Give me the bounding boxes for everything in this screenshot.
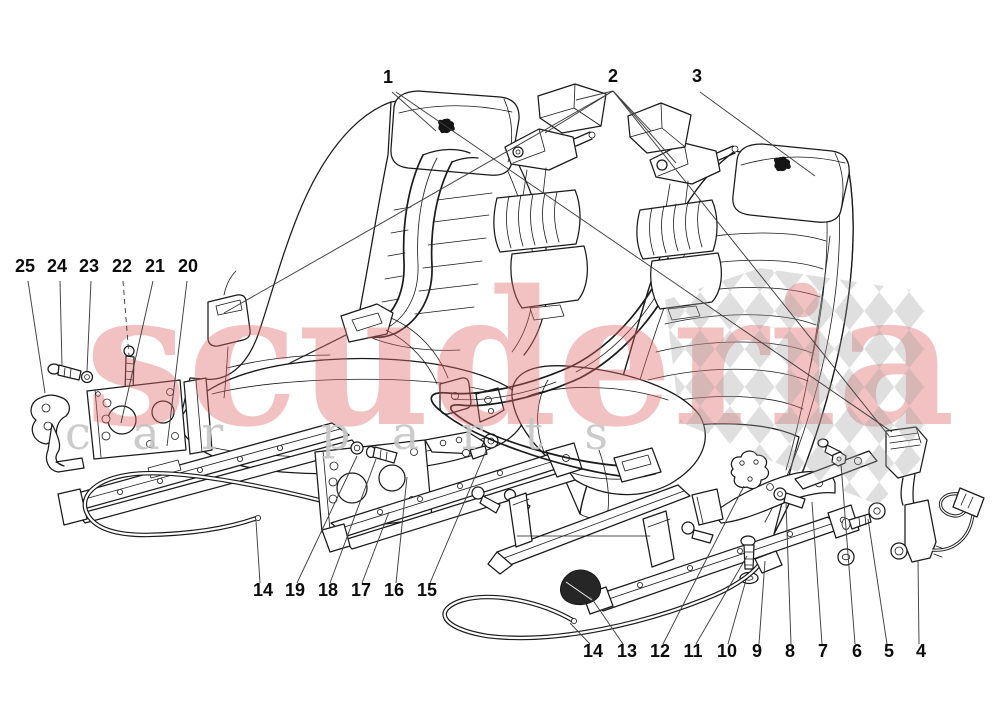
leader-line-part-9 [758, 560, 766, 645]
part-number-17: 17 [351, 580, 371, 600]
leader-line-part-2 [223, 90, 614, 314]
leader-line-part-5 [867, 518, 888, 645]
part-number-1: 1 [383, 67, 393, 87]
end-cap-13 [560, 569, 602, 606]
part-number-14: 14 [583, 641, 603, 661]
right-seat-rails [442, 450, 878, 641]
leader-line-part-6 [840, 463, 856, 645]
release-cable-right [442, 563, 761, 641]
bolt-center [681, 521, 714, 544]
washer-19 [350, 441, 364, 455]
wire-connector [952, 487, 985, 518]
leader-line-part-11 [695, 555, 748, 645]
part-number-15: 15 [417, 580, 437, 600]
sensor-ring [890, 542, 908, 560]
right-belt-clip [613, 447, 662, 483]
seat-belts [207, 148, 682, 483]
bolt-5 [841, 502, 886, 530]
part-number-23: 23 [79, 256, 99, 276]
leader-line-part-14 [569, 622, 591, 645]
part-number-16: 16 [384, 580, 404, 600]
part-number-10: 10 [717, 641, 737, 661]
belt-loop-fitting [340, 303, 394, 343]
part-number-25: 25 [15, 256, 35, 276]
release-hook [30, 394, 70, 445]
part-number-12: 12 [650, 641, 670, 661]
leader-line-part-10 [727, 579, 747, 645]
leader-line-part-3 [699, 91, 816, 177]
leader-line-part-16 [395, 476, 408, 584]
leader-line-part-25 [27, 280, 46, 394]
part-number-21: 21 [145, 256, 165, 276]
part-number-5: 5 [884, 641, 894, 661]
right-headrest [732, 143, 850, 223]
leader-line-part-14 [255, 520, 261, 584]
part-number-2: 2 [608, 66, 618, 86]
leader-line-part-2 [612, 90, 677, 164]
part-number-9: 9 [752, 641, 762, 661]
leader-line-part-1 [391, 91, 437, 132]
buckle-sensor [904, 499, 937, 563]
leader-line-part-21 [120, 280, 154, 424]
part-number-20: 20 [178, 256, 198, 276]
leader-line-part-17 [361, 511, 390, 584]
leader-line-part-2 [612, 90, 890, 437]
left-buckle-tongue [207, 270, 251, 399]
leader-line-part-22 [122, 280, 130, 357]
bolt-11 [740, 535, 756, 570]
bolt-18 [365, 445, 398, 464]
right-rail-outer [487, 484, 691, 575]
bolt-24 [47, 363, 82, 381]
leader-line-part-8 [785, 501, 792, 645]
watermark-subtitle: car parts [65, 406, 610, 460]
leader-line-part-4 [917, 559, 920, 645]
left-headrest [390, 90, 520, 176]
bolt-8 [766, 483, 806, 509]
washer-23 [80, 370, 94, 384]
leader-line-part-2 [575, 90, 614, 101]
leader-line-part-1 [395, 91, 893, 433]
part-number-4: 4 [916, 641, 926, 661]
leader-line-part-15 [429, 450, 487, 584]
part-number-3: 3 [692, 66, 702, 86]
part-number-7: 7 [818, 641, 828, 661]
part-number-8: 8 [785, 641, 795, 661]
release-cable-left [82, 470, 387, 538]
watermark-layer: scuderia car parts [65, 249, 955, 505]
leader-line-part-24 [59, 280, 63, 367]
leader-line-part-7 [811, 501, 823, 645]
leader-line-part-20 [166, 280, 188, 447]
part-number-18: 18 [318, 580, 338, 600]
leader-line-part-12 [662, 485, 745, 645]
part-number-11: 11 [683, 641, 702, 661]
retractor-left [493, 128, 596, 321]
t-bracket-12 [730, 450, 770, 490]
leader-line-part-13 [589, 595, 624, 645]
leader-line-part-23 [86, 280, 92, 372]
cap-washer [837, 548, 855, 566]
part-number-14: 14 [253, 580, 273, 600]
part-number-24: 24 [47, 256, 67, 276]
part-number-6: 6 [852, 641, 862, 661]
leader-line-part-19 [296, 455, 358, 584]
part-number-13: 13 [617, 641, 637, 661]
checkered-flag-watermark [665, 268, 925, 505]
right-lap-belt [430, 257, 682, 483]
leader-line-part-18 [329, 458, 377, 584]
belt-retractors [493, 83, 739, 321]
part-number-22: 22 [112, 256, 132, 276]
belt-cover-right [627, 102, 692, 154]
part-number-19: 19 [285, 580, 305, 600]
